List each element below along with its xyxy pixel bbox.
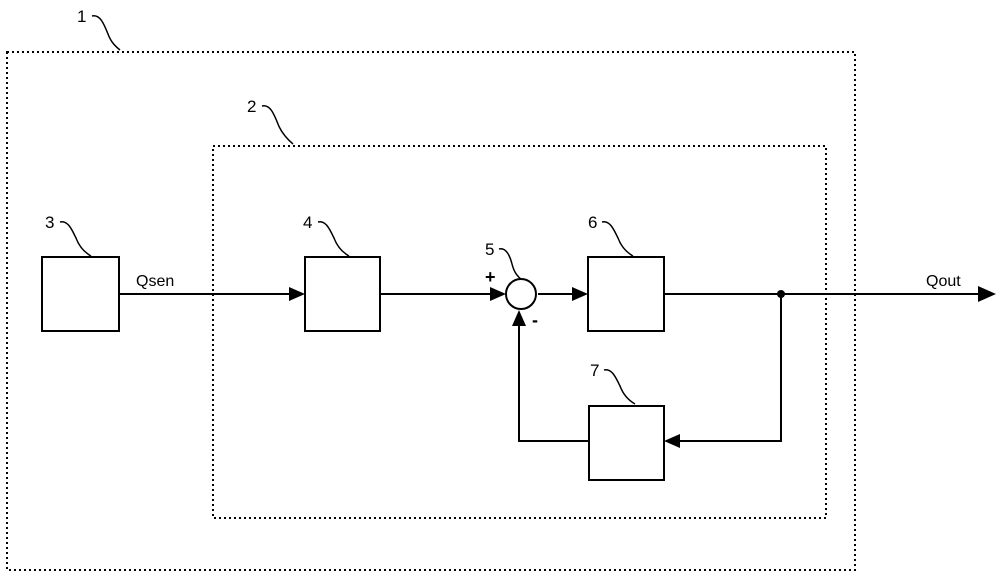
leader-line-5 — [499, 249, 522, 280]
outer-system-boundary — [7, 52, 855, 570]
arrowhead-into-block7 — [664, 434, 680, 448]
leader-line-7 — [604, 370, 635, 404]
leader-line-4 — [318, 222, 349, 256]
block-7 — [589, 406, 664, 480]
arrowhead-into-sum-plus — [490, 287, 506, 301]
leader-line-2 — [262, 106, 293, 144]
arrowhead-into-block6 — [572, 287, 588, 301]
label-inner-block: 2 — [247, 97, 256, 116]
arrowhead-qout — [978, 286, 996, 302]
summing-minus-sign: - — [532, 310, 538, 330]
summing-plus-sign: + — [485, 267, 496, 287]
arrowhead-into-block4 — [289, 287, 305, 301]
label-block-3: 3 — [45, 213, 54, 232]
block-3 — [42, 257, 119, 331]
label-block-6: 6 — [588, 213, 597, 232]
wire-feedback-to-block7 — [677, 294, 781, 441]
summing-junction-5 — [506, 279, 536, 309]
block-6 — [588, 257, 664, 331]
arrowhead-into-sum-minus — [512, 310, 526, 326]
signal-label-qout: Qout — [926, 273, 961, 290]
wire-block7-to-sum — [519, 322, 589, 441]
label-summing-junction-5: 5 — [485, 240, 494, 259]
block-4 — [305, 257, 380, 331]
label-block-4: 4 — [303, 213, 312, 232]
signal-label-qsen: Qsen — [136, 273, 174, 290]
branch-point-dot — [777, 290, 785, 298]
leader-line-6 — [602, 222, 633, 256]
leader-line-1 — [92, 16, 120, 50]
label-block-7: 7 — [590, 361, 599, 380]
leader-line-3 — [60, 222, 91, 256]
label-outer-block: 1 — [77, 7, 86, 26]
